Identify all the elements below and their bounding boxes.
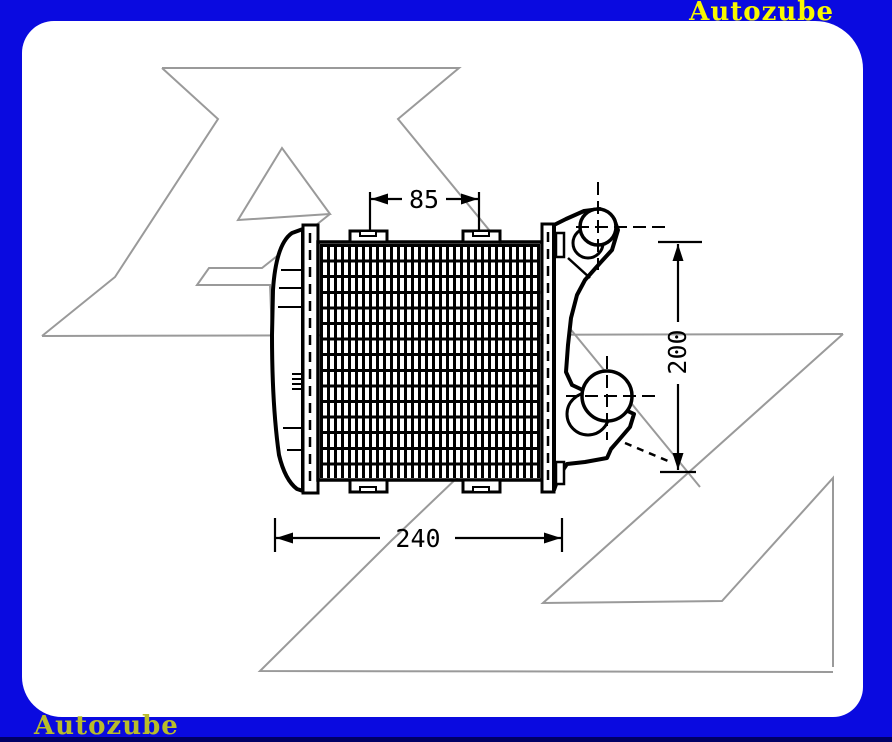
left-tank <box>269 226 305 494</box>
dimension-240: 240 <box>273 518 564 553</box>
core-outline <box>316 240 544 482</box>
dimension-240-label: 240 <box>395 524 440 553</box>
left-header-plate <box>301 223 320 495</box>
dimension-85-label: 85 <box>409 185 439 214</box>
mounting-brackets <box>348 229 502 494</box>
dimension-85: 85 <box>368 185 481 232</box>
right-header-plate <box>540 222 556 494</box>
bottom-divider <box>0 737 892 742</box>
dimension-200: 200 <box>658 240 702 474</box>
turbo-pipe-bottom <box>565 356 669 463</box>
brand-logo-bottom: Autozube <box>34 711 179 741</box>
intercooler-core-fins <box>320 244 540 478</box>
dimension-200-label: 200 <box>663 329 692 374</box>
brand-logo-top: Autozube <box>689 0 834 27</box>
turbo-pipe-top <box>571 182 668 270</box>
watermark-letter-z <box>257 333 844 673</box>
